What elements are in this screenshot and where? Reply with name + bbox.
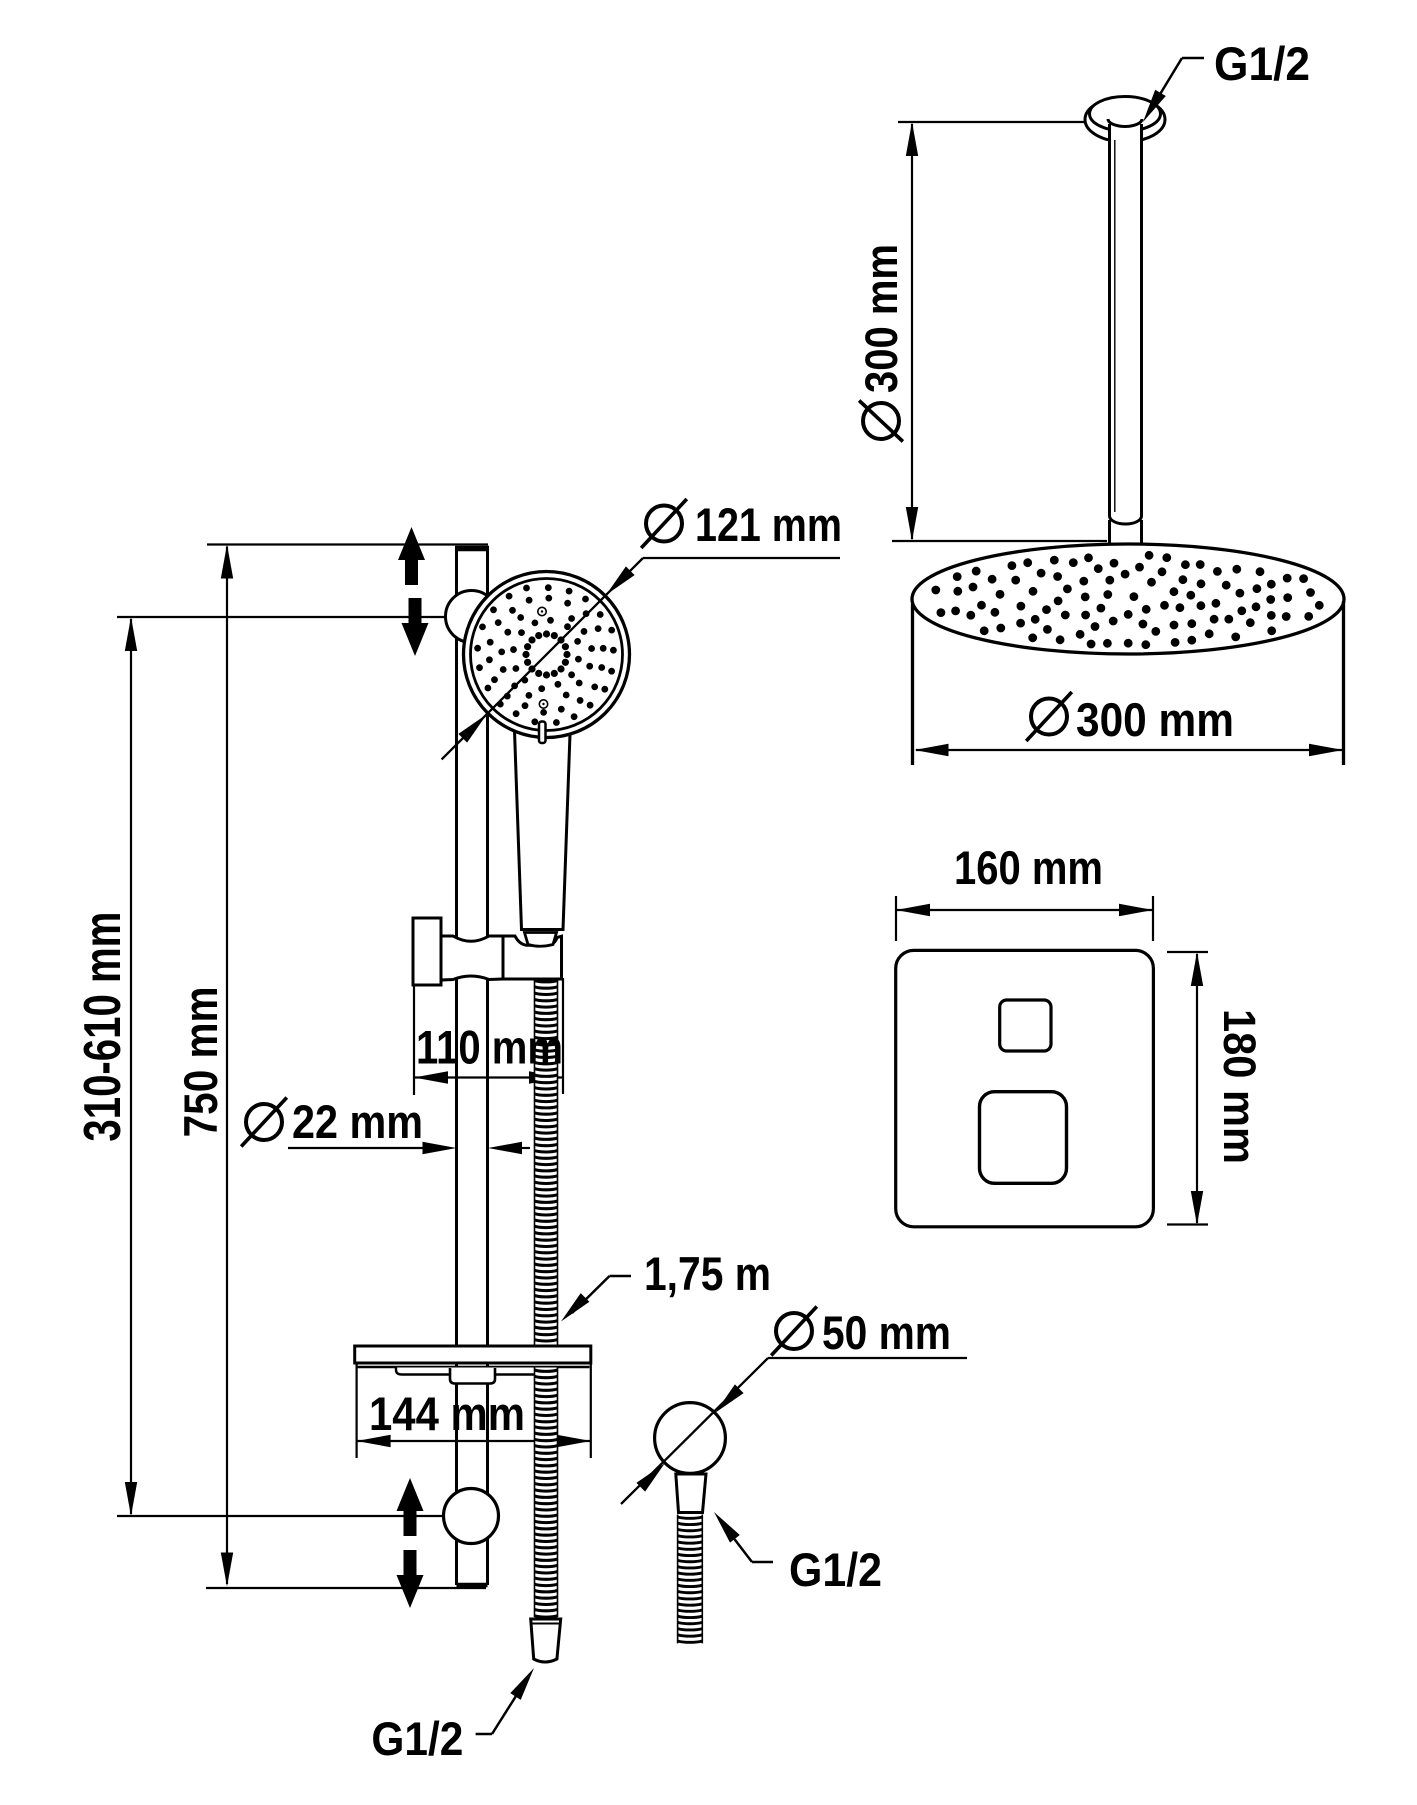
svg-text:300 mm: 300 mm (856, 244, 907, 393)
svg-text:160 mm: 160 mm (954, 841, 1103, 894)
svg-text:121 mm: 121 mm (695, 498, 842, 551)
svg-text:G1/2: G1/2 (371, 1712, 463, 1765)
svg-text:310-610 mm: 310-610 mm (74, 912, 132, 1142)
svg-text:750 mm: 750 mm (174, 986, 227, 1137)
svg-text:G1/2: G1/2 (789, 1543, 882, 1596)
svg-text:110 mm: 110 mm (416, 1021, 563, 1074)
svg-text:144 mm: 144 mm (369, 1387, 525, 1440)
svg-text:G1/2: G1/2 (1214, 37, 1310, 90)
svg-text:180 mm: 180 mm (1214, 1009, 1265, 1164)
svg-text:300 mm: 300 mm (1076, 693, 1234, 746)
svg-text:22 mm: 22 mm (292, 1095, 423, 1148)
svg-text:50 mm: 50 mm (822, 1306, 951, 1359)
svg-text:1,75 m: 1,75 m (644, 1247, 771, 1300)
